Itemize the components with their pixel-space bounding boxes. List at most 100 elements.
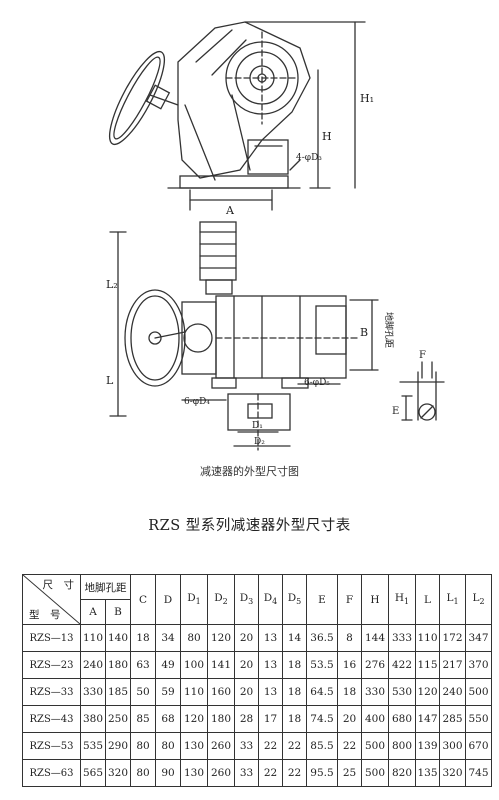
label-holes: 地脚孔距 xyxy=(383,312,395,348)
value-cell: 120 xyxy=(180,705,208,733)
value-cell: 550 xyxy=(465,705,492,733)
col-header: B xyxy=(105,599,131,625)
value-cell: 22 xyxy=(258,732,283,760)
value-cell: 120 xyxy=(207,624,235,652)
reducer-outline-drawing: H₁ H A 4-φD₃ L₂ L B 地脚孔距 6-φD₅ 6-φD₄ D₁ … xyxy=(106,21,445,451)
value-cell: 115 xyxy=(415,651,440,679)
col-header: D xyxy=(155,574,181,625)
value-cell: 68 xyxy=(155,705,181,733)
col-header: H1 xyxy=(388,574,416,625)
col-header: E xyxy=(306,574,338,625)
value-cell: 80 xyxy=(130,732,156,760)
value-cell: 500 xyxy=(465,678,492,706)
value-cell: 100 xyxy=(180,651,208,679)
value-cell: 135 xyxy=(415,759,440,787)
label-a: A xyxy=(225,204,235,217)
value-cell: 59 xyxy=(155,678,181,706)
corner-bottom-label: 型 号 xyxy=(29,609,61,621)
col-header: H xyxy=(361,574,389,625)
value-cell: 95.5 xyxy=(306,759,338,787)
handwheel-side xyxy=(108,50,166,146)
value-cell: 380 xyxy=(80,705,106,733)
value-cell: 130 xyxy=(180,732,208,760)
value-cell: 36.5 xyxy=(306,624,338,652)
table-corner-cell: 尺 寸 型 号 xyxy=(22,574,81,625)
value-cell: 320 xyxy=(439,759,466,787)
model-cell: RZS—43 xyxy=(22,705,81,733)
value-cell: 240 xyxy=(439,678,466,706)
value-cell: 141 xyxy=(207,651,235,679)
value-cell: 80 xyxy=(180,624,208,652)
value-cell: 13 xyxy=(258,678,283,706)
label-h1: H₁ xyxy=(360,92,374,105)
value-cell: 185 xyxy=(105,678,131,706)
value-cell: 147 xyxy=(415,705,440,733)
col-header: L xyxy=(415,574,440,625)
value-cell: 180 xyxy=(207,705,235,733)
value-cell: 22 xyxy=(282,732,307,760)
value-cell: 25 xyxy=(337,759,362,787)
corner-top-label: 尺 寸 xyxy=(42,579,75,591)
value-cell: 17 xyxy=(258,705,283,733)
value-cell: 20 xyxy=(337,705,362,733)
col-header: D1 xyxy=(180,574,208,625)
dimension-table: 尺 寸 型 号 地脚孔距 C D D1 D2 D3 D4 D5 E F H H1… xyxy=(22,574,492,787)
label-l: L xyxy=(106,374,114,387)
value-cell: 18 xyxy=(282,678,307,706)
value-cell: 276 xyxy=(361,651,389,679)
value-cell: 370 xyxy=(465,651,492,679)
col-header: D4 xyxy=(258,574,283,625)
value-cell: 565 xyxy=(80,759,106,787)
value-cell: 28 xyxy=(234,705,259,733)
value-cell: 85.5 xyxy=(306,732,338,760)
value-cell: 160 xyxy=(207,678,235,706)
model-cell: RZS—23 xyxy=(22,651,81,679)
model-cell: RZS—63 xyxy=(22,759,81,787)
value-cell: 22 xyxy=(258,759,283,787)
value-cell: 500 xyxy=(361,759,389,787)
label-b: B xyxy=(360,326,368,339)
value-cell: 49 xyxy=(155,651,181,679)
label-d4: 6-φD₄ xyxy=(184,397,210,407)
value-cell: 333 xyxy=(388,624,416,652)
label-d2: D₂ xyxy=(254,437,265,447)
group-header-holes: 地脚孔距 xyxy=(80,574,131,600)
label-d5: 6-φD₅ xyxy=(304,378,330,388)
model-cell: RZS—33 xyxy=(22,678,81,706)
motor-body xyxy=(199,221,237,281)
label-d3: 4-φD₃ xyxy=(296,153,322,163)
value-cell: 820 xyxy=(388,759,416,787)
col-header: A xyxy=(80,599,106,625)
label-d1: D₁ xyxy=(252,421,263,431)
value-cell: 680 xyxy=(388,705,416,733)
col-header: D2 xyxy=(207,574,235,625)
value-cell: 144 xyxy=(361,624,389,652)
value-cell: 18 xyxy=(282,651,307,679)
value-cell: 22 xyxy=(282,759,307,787)
col-header: L1 xyxy=(439,574,466,625)
value-cell: 535 xyxy=(80,732,106,760)
value-cell: 422 xyxy=(388,651,416,679)
value-cell: 530 xyxy=(388,678,416,706)
value-cell: 330 xyxy=(361,678,389,706)
value-cell: 33 xyxy=(234,732,259,760)
value-cell: 74.5 xyxy=(306,705,338,733)
value-cell: 80 xyxy=(155,732,181,760)
value-cell: 33 xyxy=(234,759,259,787)
value-cell: 745 xyxy=(465,759,492,787)
value-cell: 20 xyxy=(234,678,259,706)
value-cell: 260 xyxy=(207,732,235,760)
label-h: H xyxy=(322,130,332,143)
value-cell: 347 xyxy=(465,624,492,652)
label-e: E xyxy=(392,406,399,417)
key-detail xyxy=(418,403,436,421)
label-l2: L₂ xyxy=(106,278,118,291)
value-cell: 130 xyxy=(180,759,208,787)
value-cell: 20 xyxy=(234,624,259,652)
value-cell: 800 xyxy=(388,732,416,760)
